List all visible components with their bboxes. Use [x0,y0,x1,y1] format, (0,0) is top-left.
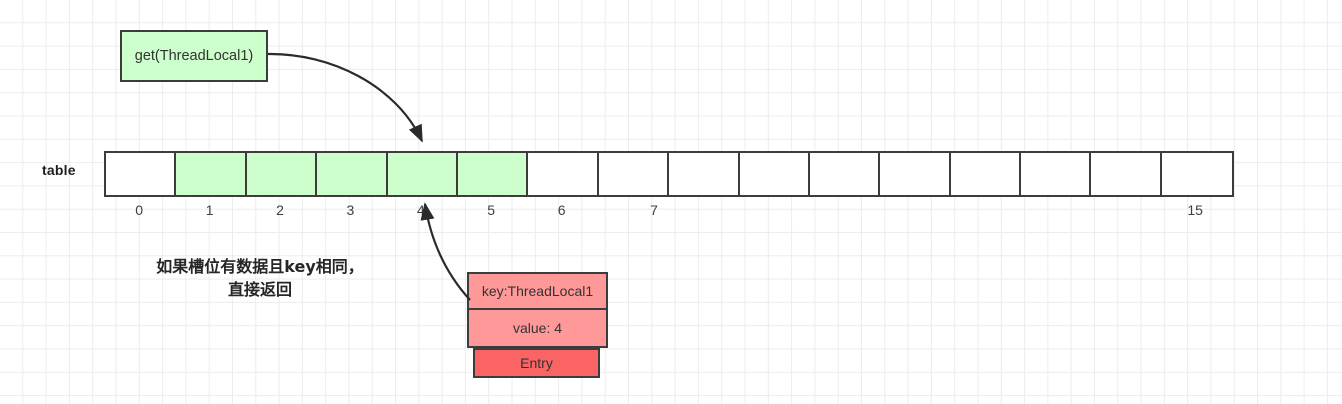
table-index-7: 7 [650,202,658,218]
table-cell-5[interactable] [457,153,529,195]
table-cell-2[interactable] [246,153,318,195]
table-index-0: 0 [135,202,144,218]
table-cell-7[interactable] [598,153,670,195]
table-cell-14[interactable] [1091,153,1162,195]
table-index-6: 6 [557,202,566,218]
table-cell-1[interactable] [176,153,247,195]
entry-value-cell: value: 4 [467,310,608,348]
entry-value-label: value: 4 [512,320,563,336]
table-index-3: 3 [346,202,355,218]
table-cell-12[interactable] [950,153,1022,195]
table-cell-0[interactable] [106,153,177,195]
table-index-4: 4 [416,202,425,218]
table-cell-6[interactable] [528,153,599,195]
note-line-1: 如果槽位有数据且key相同， [156,257,364,276]
table-cell-4[interactable] [387,153,458,195]
entry-type-bar: Entry [473,348,600,378]
get-call-label: get(ThreadLocal1) [134,48,254,64]
table-cell-11[interactable] [880,153,951,195]
arrow-call-to-slot [267,52,423,143]
table-cell-13[interactable] [1021,153,1092,195]
table-cell-9[interactable] [739,153,810,195]
table-index-2: 2 [276,202,284,218]
entry-key-label: key:ThreadLocal1 [481,283,594,299]
entry-box[interactable]: key:ThreadLocal1 value: 4 Entry [467,272,608,378]
arrow-entry-to-slot [420,202,471,301]
table-index-1: 1 [205,202,214,218]
get-call-box[interactable]: get(ThreadLocal1) [120,30,268,82]
note-line-2: 直接返回 [227,280,292,300]
table-label: table [42,162,76,178]
table-index-15: 15 [1187,202,1203,218]
table-cell-15[interactable] [1161,153,1233,195]
table-cell-10[interactable] [809,153,881,195]
table-row [104,151,1235,197]
table-index-5: 5 [487,202,496,218]
table-cell-3[interactable] [317,153,388,195]
entry-type-label: Entry [520,355,553,371]
entry-key-cell: key:ThreadLocal1 [467,272,608,310]
table-cell-8[interactable] [669,153,740,195]
explanation-note: 如果槽位有数据且key相同， 直接返回 [110,255,410,301]
